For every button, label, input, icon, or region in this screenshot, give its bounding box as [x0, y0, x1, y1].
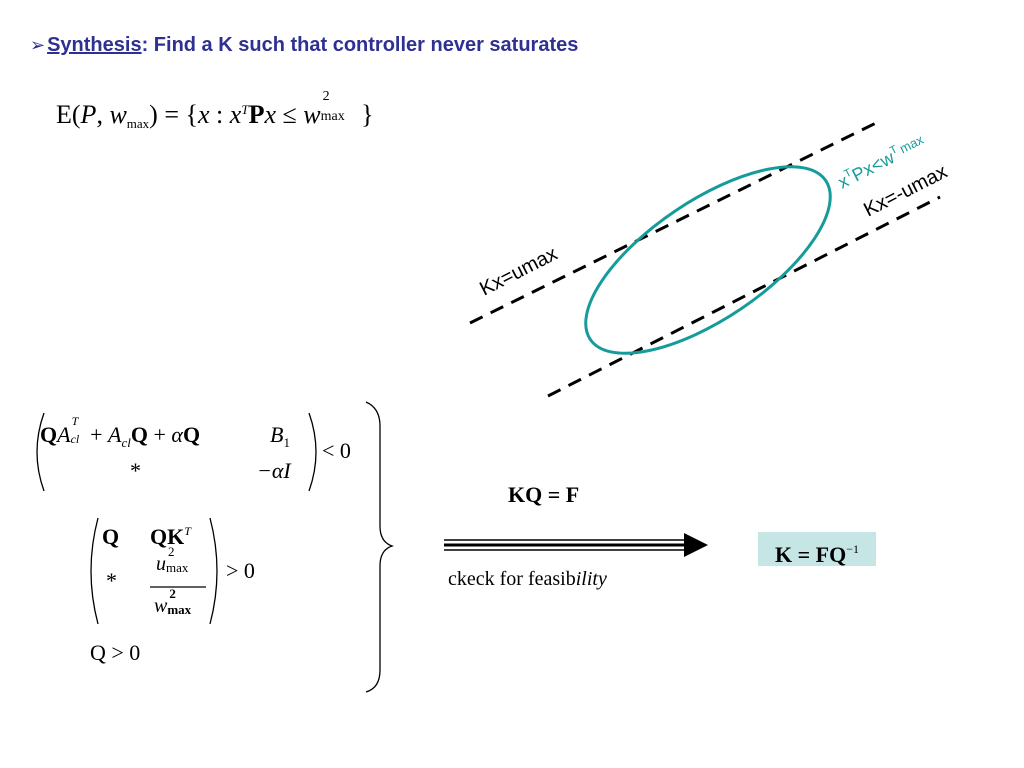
- k-result-sup: −1: [846, 542, 859, 556]
- upper-line-label: Kx=umax: [476, 243, 561, 301]
- eq-matrix-p: P: [248, 100, 265, 129]
- feasibility-text: ckeck for feasib: [448, 568, 576, 590]
- eq-var-p: P: [80, 100, 97, 129]
- num-u: u: [156, 553, 166, 575]
- den-sub: max: [167, 602, 192, 617]
- heading-text: : Find a K such that controller never sa…: [141, 34, 579, 56]
- eq-text: ,: [96, 100, 110, 129]
- lmi1-q: Q: [182, 422, 201, 447]
- lmi2-right-paren: [209, 517, 218, 625]
- right-brace: [365, 401, 395, 693]
- lmi2-left-paren: [90, 517, 99, 625]
- eq-subscript: max: [320, 109, 345, 124]
- feasibility-text-italic: ility: [575, 568, 607, 590]
- heading-keyword: Synthesis: [47, 34, 142, 56]
- k-result-text: K = FQ: [775, 542, 847, 567]
- kq-equation: KQ = F: [508, 482, 580, 507]
- lmi1-a-sub: cl: [70, 432, 80, 446]
- lmi1-a-sub: cl: [121, 435, 131, 450]
- lmi2-relation: > 0: [226, 558, 255, 583]
- lmi1-alpha: α: [171, 422, 183, 447]
- eq-text: ≤: [276, 100, 304, 129]
- lmi2-row1-col2: QKT: [150, 524, 191, 550]
- den-w: w: [154, 595, 168, 617]
- eq-text: }: [354, 100, 374, 129]
- eq-var-x: x: [198, 100, 210, 129]
- lmi1-row2-col1: *: [130, 458, 141, 483]
- arrow-bullet-icon: ➢: [30, 35, 46, 55]
- lmi2-row2-col1: *: [106, 568, 117, 593]
- lmi1-left-paren: [36, 412, 45, 492]
- num-sub: max: [166, 560, 189, 575]
- lmi1-plus: +: [147, 422, 172, 447]
- eq-text: E(: [56, 100, 81, 129]
- lower-constraint-line: [547, 195, 941, 398]
- eq-subscript: max: [126, 116, 150, 131]
- lmi1-a: A: [108, 422, 122, 447]
- num-sup: 2: [168, 544, 175, 559]
- eq-var-x: x: [264, 100, 276, 129]
- lmi1-a: A: [57, 422, 71, 447]
- lmi1-row2-col2: −αI: [257, 458, 291, 483]
- den-sup: 2: [169, 586, 176, 601]
- eq-text: ): [149, 100, 158, 129]
- implication-arrow: [444, 533, 708, 557]
- eq-superscript: T: [241, 102, 249, 117]
- slide-heading: ➢Synthesis: Find a K such that controlle…: [30, 34, 578, 57]
- eq-text: = {: [157, 100, 198, 129]
- lmi1-row1-col2: B1: [270, 422, 290, 451]
- eq-var-w: w: [109, 100, 127, 129]
- lmi1-plus: +: [84, 422, 108, 447]
- lmi1-q: Q: [40, 422, 58, 447]
- lmi1-b-sub: 1: [283, 435, 290, 450]
- k-result-box: K = FQ−1: [758, 532, 876, 567]
- eq-superscript: 2: [322, 89, 330, 104]
- lmi2-qk: QK: [150, 524, 185, 549]
- lmi2-row1-col1: Q: [102, 524, 120, 549]
- feasibility-label: ckeck for feasibility: [448, 568, 607, 591]
- upper-constraint-line: [469, 118, 883, 325]
- lmi1-right-paren: [308, 412, 317, 492]
- lmi1-q: Q: [130, 422, 148, 447]
- lmi1-b: B: [270, 422, 284, 447]
- q-positive-condition: Q > 0: [90, 640, 141, 665]
- invariant-ellipse: [584, 165, 832, 355]
- lmi2-qk-sup: T: [184, 524, 191, 538]
- eq-var-w: w: [303, 100, 321, 129]
- lmi1-relation: < 0: [322, 438, 351, 463]
- eq-text: :: [209, 100, 230, 129]
- lmi1-a-sup: T: [71, 414, 79, 428]
- eq-var-x: x: [229, 100, 242, 129]
